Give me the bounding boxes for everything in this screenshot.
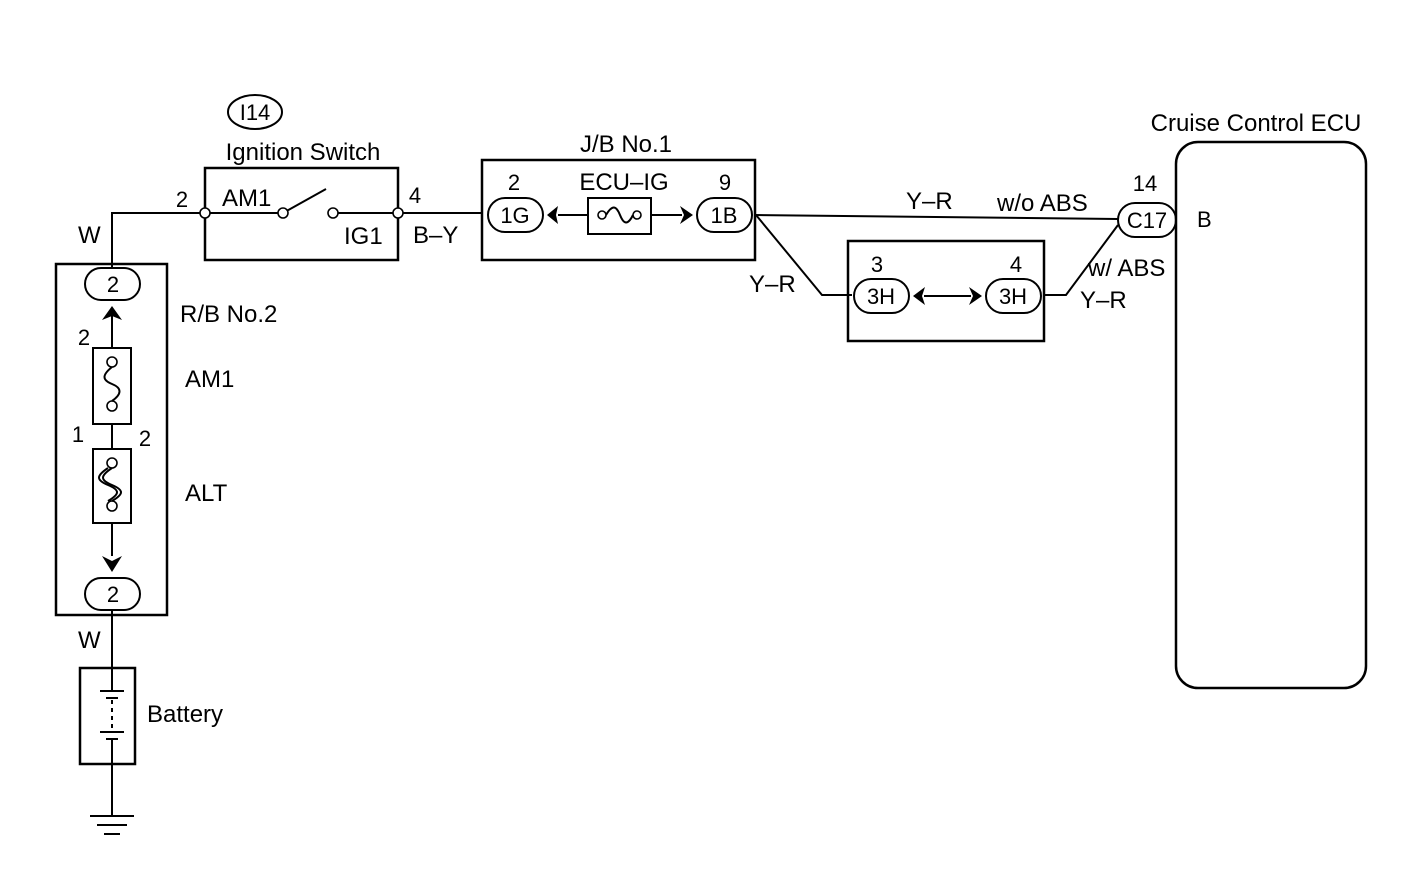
ignition-switch: I14 Ignition Switch 2 4 AM1 IG1 (176, 94, 421, 262)
wire-w-to-ignition (111, 212, 200, 268)
ignition-switch-connector-code: I14 (240, 100, 271, 125)
connector-3h-left (853, 278, 910, 314)
junction-block-1: J/B No.1 2 9 ECU–IG 1G 1B (480, 131, 757, 262)
junction-block-box (480, 158, 757, 262)
ignition-switch-pin-in: 2 (176, 187, 188, 212)
junction-block-fuse-label: ECU–IG (579, 169, 668, 196)
arrow-3h-right (969, 287, 982, 305)
fuse-am1-pin-left: 1 (72, 422, 84, 447)
relay-block-bottom-connector-label: 2 (107, 582, 119, 607)
relay-arrow-up (102, 306, 122, 320)
connector-3h-right-label: 3H (999, 284, 1027, 309)
relay-block-top-connector (84, 267, 141, 301)
arrow-1b (680, 206, 693, 224)
connector-1b (696, 197, 753, 233)
arrow-3h-left (913, 287, 925, 305)
ecu-ig-fuse-icon (587, 197, 652, 235)
wire-label-w-bottom: W (78, 627, 101, 654)
relay-arrow-down (102, 556, 122, 572)
ignition-switch-terminal-out (392, 207, 404, 219)
fuse-am1-pin-right: 2 (139, 426, 151, 451)
ignition-switch-pin-out: 4 (409, 183, 421, 208)
wire-label-w-top: W (78, 222, 101, 249)
connector-1b-label: 1B (711, 203, 738, 228)
wire-label-y-r-top: Y–R (906, 188, 953, 215)
fuse-alt-icon (92, 448, 132, 524)
fuse-alt-label: ALT (185, 480, 228, 507)
abs-junction-right-pin: 4 (1010, 252, 1022, 277)
ignition-switch-contact-am1: AM1 (222, 185, 271, 212)
relay-block-title: R/B No.2 (180, 301, 277, 328)
ecu-title: Cruise Control ECU (1151, 110, 1362, 137)
battery-box (78, 666, 137, 766)
connector-1g-label: 1G (500, 203, 529, 228)
connector-1g (487, 197, 544, 233)
junction-block-left-pin: 2 (508, 170, 520, 195)
battery-label: Battery (147, 701, 223, 728)
abs-junction-box (846, 239, 1046, 343)
connector-3h-left-label: 3H (867, 284, 895, 309)
arrow-1g (547, 206, 558, 224)
fuse-am1-icon (92, 347, 132, 425)
wire-label-b-y: B–Y (413, 222, 458, 249)
ecu-box (1174, 140, 1368, 690)
battery: Battery (78, 666, 223, 766)
fuse-am1-label: AM1 (185, 366, 234, 393)
relay-block-upper-pin: 2 (78, 325, 90, 350)
wire-label-y-r-bottom: Y–R (1080, 287, 1127, 314)
ignition-switch-title: Ignition Switch (226, 139, 381, 166)
battery-icon (100, 668, 124, 764)
connector-c17 (1117, 202, 1177, 238)
connector-3h-right (985, 278, 1042, 314)
ecu-pin: 14 (1133, 171, 1157, 196)
ignition-switch-connector-badge (227, 94, 283, 130)
junction-block-title: J/B No.1 (580, 131, 672, 158)
relay-block-top-connector-label: 2 (107, 272, 119, 297)
wire-y-r-direct (755, 214, 1119, 220)
abs-junction-left-pin: 3 (871, 252, 883, 277)
wire-y-r-to-3h (755, 214, 852, 296)
ignition-switch-contact-ig1: IG1 (344, 223, 383, 250)
variant-without-abs: w/o ABS (996, 190, 1088, 217)
abs-junction: 3 4 3H 3H (846, 239, 1046, 343)
ignition-switch-terminal-in (199, 207, 211, 219)
variant-with-abs: w/ ABS (1087, 255, 1165, 282)
relay-block-2: R/B No.2 2 2 2 AM1 1 2 ALT (54, 262, 277, 617)
ground-icon (90, 764, 134, 835)
ignition-switch-pivot (277, 207, 289, 219)
wire-label-y-r-mid: Y–R (749, 271, 796, 298)
connector-c17-label: C17 (1127, 208, 1167, 233)
wire-y-r-from-3h (1044, 224, 1119, 296)
junction-block-right-pin: 9 (719, 170, 731, 195)
cruise-control-ecu: Cruise Control ECU 14 C17 B (1117, 110, 1368, 690)
ignition-switch-contact (327, 207, 339, 219)
ecu-terminal: B (1197, 207, 1212, 232)
ignition-switch-contact-blade (282, 188, 327, 214)
